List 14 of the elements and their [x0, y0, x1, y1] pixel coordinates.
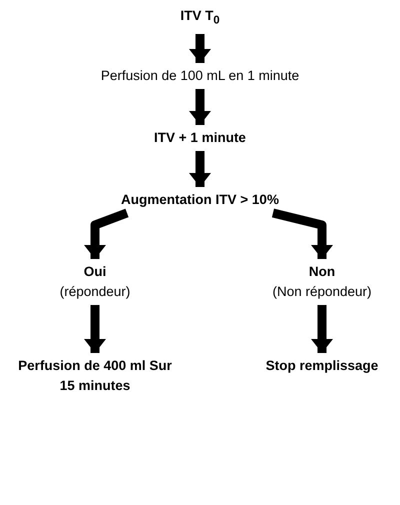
down-arrow: [311, 305, 333, 353]
flow-step-text: ITV + 1 minute: [135, 128, 265, 148]
flow-step-text: Perfusion de 400 ml Sur 15 minutes: [15, 356, 175, 396]
flow-step-text: Perfusion de 100 mL en 1 minute: [70, 66, 330, 86]
flow-step-text: Non (Non répondeur): [252, 262, 392, 302]
down-arrow: [272, 208, 333, 259]
down-arrow: [189, 151, 211, 187]
flow-step-text: Oui (répondeur): [35, 262, 155, 302]
down-arrow: [189, 34, 211, 63]
down-arrow: [189, 89, 211, 125]
down-arrow: [84, 305, 106, 353]
flow-step-text: Augmentation ITV > 10%: [115, 190, 285, 210]
flow-step-text: ITV T$_{0}$: [160, 6, 240, 31]
flow-step-text: Stop remplissage: [252, 356, 392, 376]
